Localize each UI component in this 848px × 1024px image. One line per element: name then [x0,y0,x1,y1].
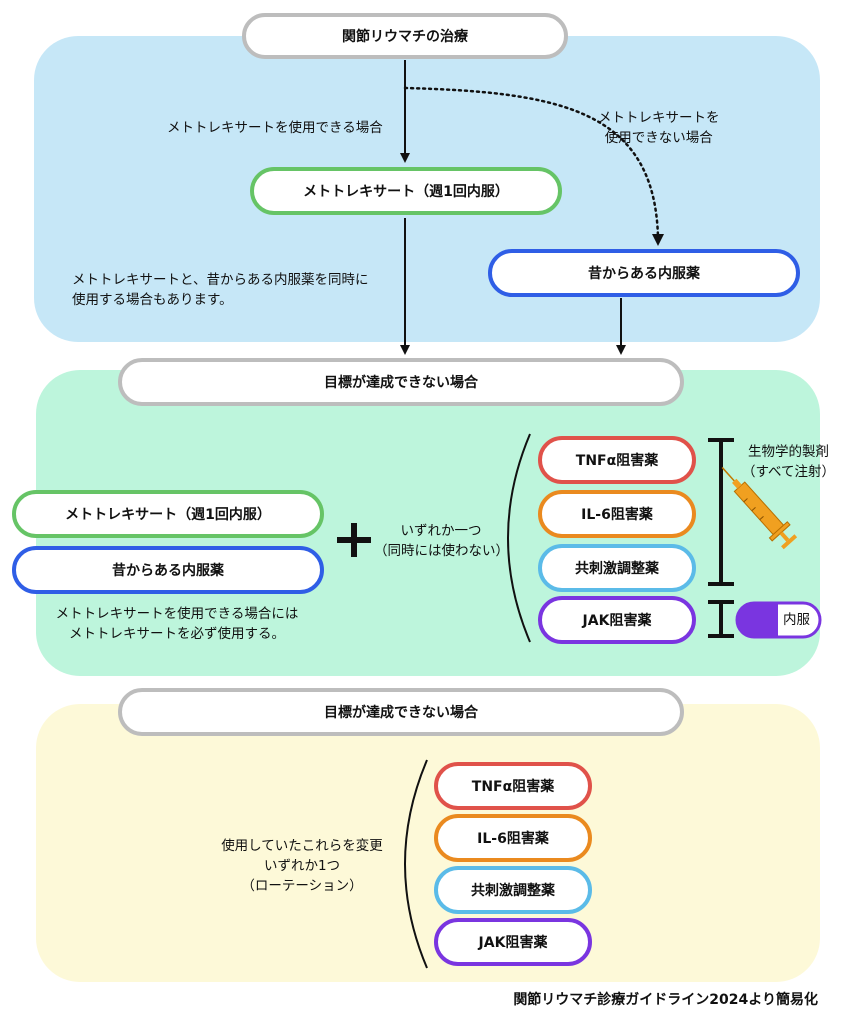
drug-il6-step3: IL-6阻害薬 [434,814,592,862]
choose-one-note: いずれか一つ （同時には使わない） [374,521,509,561]
biologics-bracket [708,438,734,586]
label-cannot-use-line2: 使用できない場合 [604,130,713,146]
mtx-required-note-line2: メトトレキサートを必ず使用する。 [69,626,285,642]
biologics-label-line1: 生物学的製剤 [748,444,829,460]
oral-drug-box-initial: 昔からある内服薬 [488,249,800,297]
arrow-title-to-oral-dotted [403,86,660,240]
drug-il6-step2: IL-6阻害薬 [538,490,696,538]
goal-not-met-title-1: 目標が達成できない場合 [118,358,684,406]
drug-tnf-step2: TNFα阻害薬 [538,436,696,484]
bracket-section2 [507,433,531,643]
panel-third-step [36,704,820,982]
biologics-label-line2: （すべて注射） [742,464,836,480]
oral-drug-box-step2: 昔からある内服薬 [12,546,324,594]
label-can-use-mtx: メトトレキサートを使用できる場合 [167,120,383,136]
drug-costim-step3: 共刺激調整薬 [434,866,592,914]
mtx-box-step2: メトトレキサート（週1回内服） [12,490,324,538]
rotation-note-line1: 使用していたこれらを変更 [221,838,383,854]
capsule-icon [735,601,822,639]
jak-bracket [708,600,734,638]
label-cannot-use-mtx: メトトレキサートを 使用できない場合 [598,108,720,148]
drug-tnf-step3: TNFα阻害薬 [434,762,592,810]
rotation-note-line2: いずれか1つ [263,858,341,874]
choose-one-line1: いずれか一つ [400,523,482,539]
mtx-box-initial: メトトレキサート（週1回内服） [250,167,562,215]
drug-costim-step2: 共刺激調整薬 [538,544,696,592]
choose-one-line2: （同時には使わない） [374,543,509,559]
label-cannot-use-line1: メトトレキサートを [598,110,720,126]
bracket-section3 [404,759,428,969]
source-credit: 関節リウマチ診療ガイドライン2024より簡易化 [513,992,818,1008]
rotation-note: 使用していたこれらを変更 いずれか1つ （ローテーション） [212,836,392,896]
treatment-title: 関節リウマチの治療 [242,13,568,59]
rotation-note-line3: （ローテーション） [241,878,363,894]
syringe-icon [721,466,798,550]
combo-note-line2: 使用する場合もあります。 [72,292,233,308]
combo-note: メトトレキサートと、昔からある内服薬を同時に 使用する場合もあります。 [72,270,368,310]
plus-icon [337,523,371,557]
combo-note-line1: メトトレキサートと、昔からある内服薬を同時に [72,272,369,288]
oral-tag: 内服 [783,612,810,628]
drug-jak-step3: JAK阻害薬 [434,918,592,966]
mtx-required-note: メトトレキサートを使用できる場合には メトトレキサートを必ず使用する。 [52,604,302,644]
mtx-required-note-line1: メトトレキサートを使用できる場合には [55,606,299,622]
goal-not-met-title-2: 目標が達成できない場合 [118,688,684,736]
biologics-label: 生物学的製剤 （すべて注射） [742,442,835,482]
drug-jak-step2: JAK阻害薬 [538,596,696,644]
